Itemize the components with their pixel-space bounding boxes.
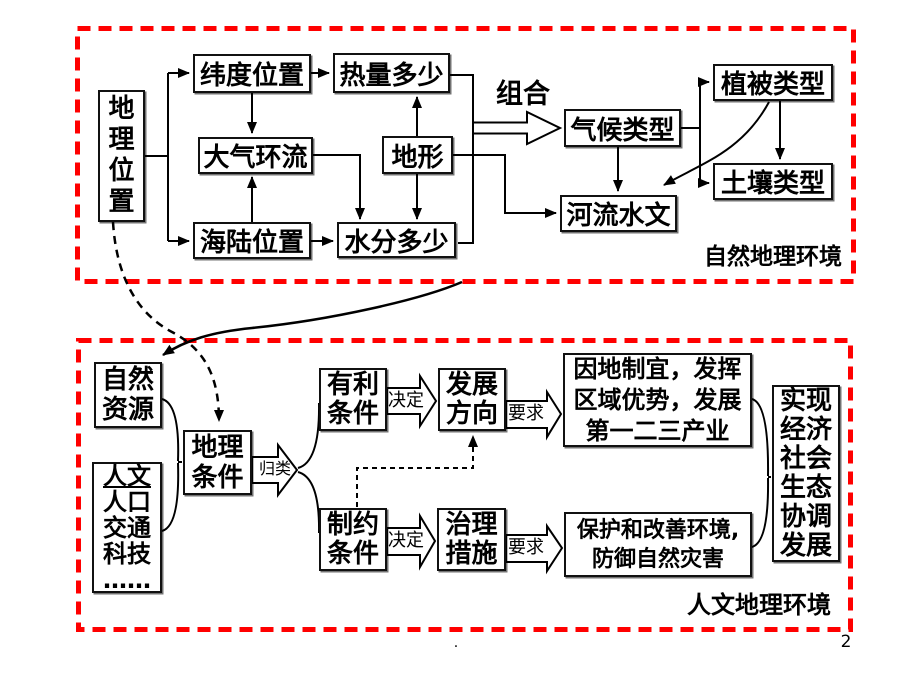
node-latitude-position: 纬度位置	[193, 54, 311, 93]
location-to-conditions-dashed-arrow	[111, 221, 224, 422]
node-vegetation-type: 植被类型	[713, 64, 833, 101]
node-favorable-conditions: 有利 条件	[319, 368, 387, 431]
human-section-connectors	[161, 372, 771, 575]
decide-block-arrow-top	[386, 372, 438, 430]
node-constraint-conditions: 制约 条件	[319, 508, 387, 571]
node-soil-type: 土壤类型	[713, 163, 833, 200]
classify-split-brace	[297, 402, 321, 534]
node-moisture-amount: 水分多少	[337, 222, 456, 258]
node-river-hydrology: 河流水文	[560, 195, 677, 232]
node-atmospheric-circulation: 大气环流	[198, 137, 313, 174]
require-block-arrow-bottom	[505, 522, 564, 575]
node-sea-land-position: 海陆位置	[193, 222, 311, 259]
node-industry-goal: 因地制宜，发挥 区域优势，发展 第一二三产业	[563, 353, 752, 447]
combine-hollow-arrow	[472, 110, 563, 146]
node-human-factors: 人文人口 交通 科技 ……	[92, 462, 162, 593]
transition-connectors	[111, 221, 463, 422]
page-number: 2	[840, 632, 852, 652]
natural-section-connectors	[145, 68, 785, 246]
left-brace	[161, 398, 182, 532]
combine-label: 组合	[496, 79, 550, 110]
node-terrain: 地形	[382, 136, 453, 174]
classify-block-arrow	[251, 442, 299, 498]
node-heat-amount: 热量多少	[333, 53, 450, 93]
footer-dot: .	[453, 635, 459, 651]
classify-label: 归类	[258, 459, 291, 478]
node-geographic-location: 地 理 位 置	[98, 90, 145, 222]
require-label-bottom: 要求	[508, 537, 544, 558]
right-brace	[751, 398, 771, 548]
node-coordination-goal: 实现 经济 社会 生态 协调 发展	[772, 385, 840, 562]
node-development-direction: 发展 方向	[438, 368, 506, 431]
node-protection-goal: 保护和改善环境, 防御自然灾害	[564, 512, 752, 577]
require-block-arrow-top	[505, 388, 563, 441]
node-climate-type: 气候类型	[564, 109, 681, 147]
natural-env-to-resources-arrow	[162, 280, 463, 357]
natural-env-frame	[75, 26, 856, 284]
natural-env-frame-label: 自然地理环境	[704, 244, 842, 270]
human-env-frame-label: 人文地理环境	[687, 591, 831, 619]
constraint-feedback-dashed-arrow	[356, 435, 478, 507]
node-geographic-conditions: 地理 条件	[183, 430, 252, 495]
node-natural-resources: 自然 资源	[94, 362, 162, 428]
decide-label-bottom: 决定	[388, 530, 424, 551]
human-env-frame	[76, 338, 853, 632]
require-label-top: 要求	[508, 403, 544, 424]
decide-label-top: 决定	[388, 390, 424, 411]
node-treatment-measures: 治理 措施	[437, 508, 506, 571]
decide-block-arrow-bottom	[386, 512, 437, 571]
